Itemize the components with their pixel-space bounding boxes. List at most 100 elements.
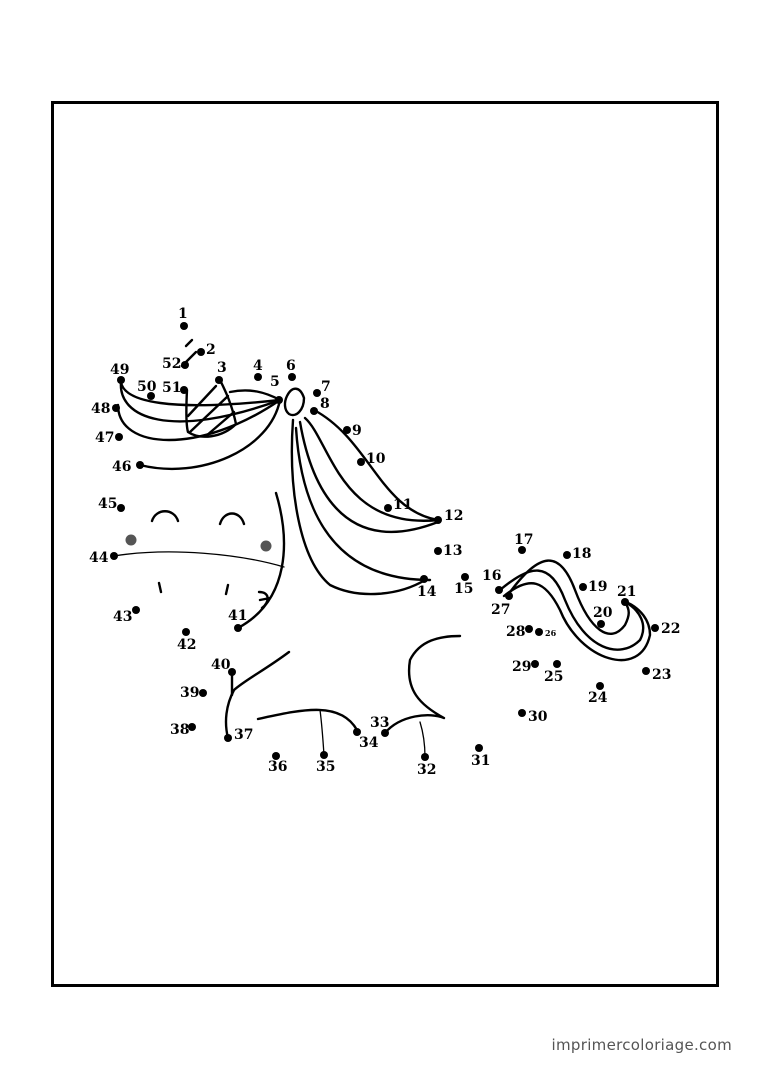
dot-42	[182, 628, 190, 636]
front-leg	[224, 650, 291, 740]
dot-label-8: 8	[320, 396, 330, 412]
mane-left-4	[138, 398, 282, 470]
dot-18	[563, 551, 571, 559]
back-leg	[383, 634, 462, 735]
dot-label-31: 31	[471, 753, 490, 769]
dot-37	[224, 734, 232, 742]
dot-label-51: 51	[162, 380, 181, 396]
dot-16	[495, 586, 503, 594]
mane-right-1	[312, 408, 440, 522]
cheek-left	[125, 534, 137, 546]
dot-51	[180, 386, 188, 394]
dot-28	[525, 625, 533, 633]
dot-20	[597, 620, 605, 628]
dot-45	[117, 504, 125, 512]
dot-38	[188, 723, 196, 731]
dot-label-28: 28	[506, 624, 525, 640]
dot-13	[434, 547, 442, 555]
dot-39	[199, 689, 207, 697]
dot-1	[180, 322, 188, 330]
dot-label-13: 13	[443, 543, 462, 559]
dot-41	[234, 624, 242, 632]
dot-34	[353, 728, 361, 736]
mane-right-3	[298, 420, 440, 534]
tail-2	[498, 569, 645, 651]
dot-label-26: 26	[545, 628, 557, 638]
dot-label-44: 44	[89, 550, 109, 566]
dot-50	[147, 392, 155, 400]
dot-label-25: 25	[544, 669, 563, 685]
dot-17	[518, 546, 526, 554]
horn-outline	[185, 378, 238, 438]
dot-label-36: 36	[268, 759, 287, 775]
nostril-right	[224, 583, 230, 596]
dot-label-11: 11	[393, 497, 412, 513]
dot-label-42: 42	[177, 637, 196, 653]
dot-label-18: 18	[572, 546, 591, 562]
dot-label-33: 33	[370, 715, 389, 731]
dot-label-19: 19	[588, 579, 607, 595]
dot-label-2: 2	[206, 342, 216, 358]
leg-line-2	[419, 721, 426, 758]
dot-label-50: 50	[137, 379, 157, 395]
dot-40	[228, 668, 236, 676]
dot-label-24: 24	[588, 690, 608, 706]
line-art	[113, 338, 652, 758]
mouth	[257, 590, 272, 610]
dot-32	[421, 753, 429, 761]
dot-52	[181, 361, 189, 369]
tail-1	[506, 559, 630, 635]
dot-label-40: 40	[211, 657, 231, 673]
dot-label-5: 5	[270, 374, 280, 390]
nose-line	[113, 551, 285, 568]
dot-label-9: 9	[352, 423, 362, 439]
dot-label-1: 1	[178, 306, 188, 322]
dot-12	[434, 516, 442, 524]
dot-label-23: 23	[652, 667, 671, 683]
dot-27	[505, 592, 513, 600]
dot-49	[117, 376, 125, 384]
dot-19	[579, 583, 587, 591]
dot-7	[313, 389, 321, 397]
dot-label-49: 49	[110, 362, 129, 378]
dot-label-29: 29	[512, 659, 531, 675]
eye-left	[150, 510, 180, 523]
dot-label-12: 12	[444, 508, 463, 524]
dot-label-22: 22	[661, 621, 680, 637]
dot-14	[420, 575, 428, 583]
dot-label-47: 47	[95, 430, 114, 446]
dot-label-43: 43	[113, 609, 132, 625]
eye-right	[218, 512, 246, 526]
mane-right-4	[294, 426, 432, 582]
mane-left-1	[119, 380, 282, 407]
dot-label-14: 14	[417, 584, 437, 600]
dot-label-45: 45	[98, 496, 117, 512]
dot-23	[642, 667, 650, 675]
dot-22	[651, 624, 659, 632]
mane-right-5	[290, 418, 427, 596]
dot-label-30: 30	[528, 709, 548, 725]
dot-label-20: 20	[593, 605, 613, 621]
dot-10	[357, 458, 365, 466]
ear	[283, 387, 306, 417]
dot-label-3: 3	[217, 360, 227, 376]
dot-label-32: 32	[417, 762, 436, 778]
dot-2	[197, 348, 205, 356]
dot-44	[110, 552, 118, 560]
dot-47	[115, 433, 123, 441]
mane-right-2	[303, 416, 440, 522]
page-border	[51, 101, 719, 987]
dot-label-48: 48	[91, 401, 110, 417]
dot-21	[621, 598, 629, 606]
dot-label-41: 41	[228, 608, 247, 624]
dot-3	[215, 376, 223, 384]
dot-9	[343, 426, 351, 434]
belly	[256, 708, 359, 732]
nostril-left	[157, 581, 163, 594]
dot-24	[596, 682, 604, 690]
dot-label-37: 37	[234, 727, 253, 743]
dot-label-38: 38	[170, 722, 189, 738]
dot-4	[254, 373, 262, 381]
dot-label-6: 6	[286, 358, 296, 374]
